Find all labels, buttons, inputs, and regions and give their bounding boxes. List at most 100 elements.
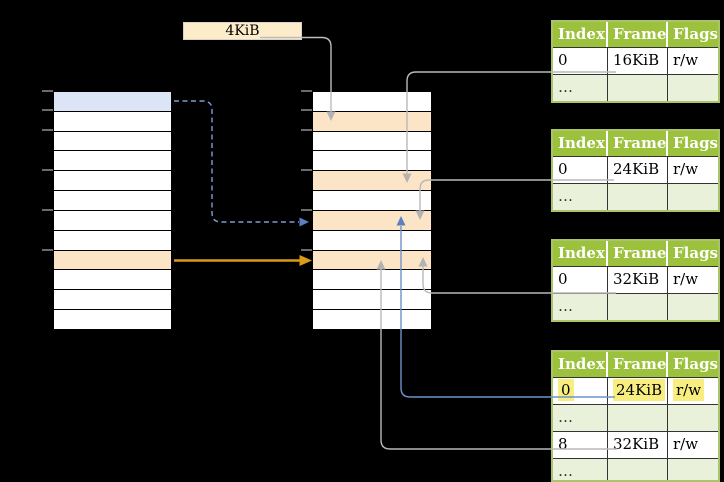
table-row: 0 16KiB r/w — [553, 47, 718, 74]
column-header-flags: Flags — [673, 244, 718, 262]
table-row-ellipsis: … — [553, 183, 718, 210]
column-header-index: Index — [553, 22, 608, 47]
table-row-ellipsis: … — [553, 458, 718, 480]
virtual-page-row — [54, 191, 171, 211]
physical-frame-row — [313, 131, 431, 152]
virtual-page-row — [54, 290, 171, 311]
virtual-page-row — [54, 171, 171, 192]
virtual-page-row — [54, 111, 171, 132]
highlight: r/w — [673, 379, 705, 401]
table-header-row: Index Frame Flags — [553, 22, 718, 47]
physical-frame-row-4kib — [313, 111, 431, 132]
column-header-flags: Flags — [673, 25, 718, 43]
cell-index: … — [553, 459, 608, 480]
virtual-page-row — [54, 310, 171, 329]
highlight: 0 — [558, 379, 574, 401]
physical-frame-row — [313, 92, 431, 112]
address-tick — [42, 209, 53, 211]
virtual-page-row — [54, 131, 171, 152]
cell-frame: 32KiB — [608, 432, 668, 458]
table-header-row: Index Frame Flags — [553, 131, 718, 156]
cell-frame: 16KiB — [608, 48, 668, 74]
column-header-frame: Frame — [608, 22, 668, 47]
virtual-page-row — [54, 210, 171, 231]
page-table-4: Index Frame Flags 0 24KiB r/w … 8 32KiB … — [551, 350, 720, 482]
page-table-1: Index Frame Flags 0 16KiB r/w … — [551, 20, 720, 103]
table-row: 0 32KiB r/w — [553, 266, 718, 293]
physical-memory-column — [312, 91, 432, 330]
table-row-ellipsis: … — [553, 404, 718, 431]
page-table-2: Index Frame Flags 0 24KiB r/w … — [551, 129, 720, 212]
arrowhead-right-icon — [299, 255, 312, 266]
cell-index: 0 — [553, 48, 608, 74]
page-size-label: 4KiB — [183, 22, 302, 40]
address-tick — [42, 90, 53, 92]
cell-index: … — [553, 75, 608, 101]
arrow-virtualpage-to-frame24-dashed — [174, 100, 299, 223]
cell-flags — [668, 75, 718, 101]
physical-frame-row-32kib — [313, 250, 431, 271]
cell-flags: r/w — [668, 378, 718, 404]
address-tick — [301, 249, 312, 251]
address-tick — [301, 109, 312, 111]
virtual-page-row — [54, 270, 171, 291]
physical-frame-row — [313, 270, 431, 291]
physical-frame-row — [313, 310, 431, 329]
column-header-frame: Frame — [608, 131, 668, 156]
table-header-row: Index Frame Flags — [553, 241, 718, 266]
arrowhead-right-icon — [299, 217, 309, 227]
column-header-flags: Flags — [673, 355, 718, 373]
highlight: 24KiB — [613, 379, 666, 401]
address-tick — [301, 209, 312, 211]
column-header-flags: Flags — [673, 134, 718, 152]
physical-frame-row — [313, 290, 431, 311]
cell-index: 8 — [553, 432, 608, 458]
cell-flags: r/w — [673, 160, 699, 178]
column-header-index: Index — [553, 131, 608, 156]
cell-frame — [608, 405, 668, 431]
cell-flags: r/w — [673, 270, 699, 288]
physical-frame-row-24kib — [313, 210, 431, 231]
address-tick — [301, 129, 312, 131]
cell-frame: 32KiB — [608, 267, 668, 293]
table-row-highlighted: 0 24KiB r/w — [553, 377, 718, 404]
virtual-memory-column — [53, 91, 172, 330]
cell-flags — [668, 405, 718, 431]
address-tick — [42, 249, 53, 251]
cell-index: … — [553, 294, 608, 320]
cell-frame: 24KiB — [608, 157, 668, 183]
cell-flags — [668, 294, 718, 320]
column-header-frame: Frame — [608, 241, 668, 266]
cell-frame — [608, 184, 668, 210]
cell-frame — [608, 75, 668, 101]
table-row-ellipsis: … — [553, 74, 718, 101]
address-tick — [42, 169, 53, 171]
table-header-row: Index Frame Flags — [553, 352, 718, 377]
cell-flags: r/w — [673, 51, 699, 69]
cell-frame — [608, 294, 668, 320]
page-table-3: Index Frame Flags 0 32KiB r/w … — [551, 239, 720, 322]
table-row-ellipsis: … — [553, 293, 718, 320]
column-header-frame: Frame — [608, 352, 668, 377]
virtual-page-row — [54, 230, 171, 251]
column-header-index: Index — [553, 241, 608, 266]
address-tick — [42, 109, 53, 111]
virtual-page-row — [54, 151, 171, 172]
physical-frame-row — [313, 191, 431, 211]
table-row: 8 32KiB r/w — [553, 431, 718, 458]
cell-index: 0 — [553, 378, 608, 404]
cell-flags — [668, 459, 718, 480]
physical-frame-row — [313, 230, 431, 251]
cell-index: … — [553, 405, 608, 431]
address-tick — [301, 90, 312, 92]
address-tick — [42, 129, 53, 131]
table-row: 0 24KiB r/w — [553, 156, 718, 183]
physical-frame-row — [313, 151, 431, 172]
address-tick — [301, 169, 312, 171]
cell-index: … — [553, 184, 608, 210]
cell-flags: r/w — [673, 435, 699, 453]
virtual-page-row-mapped-blue — [54, 92, 171, 112]
column-header-index: Index — [553, 352, 608, 377]
cell-flags — [668, 184, 718, 210]
